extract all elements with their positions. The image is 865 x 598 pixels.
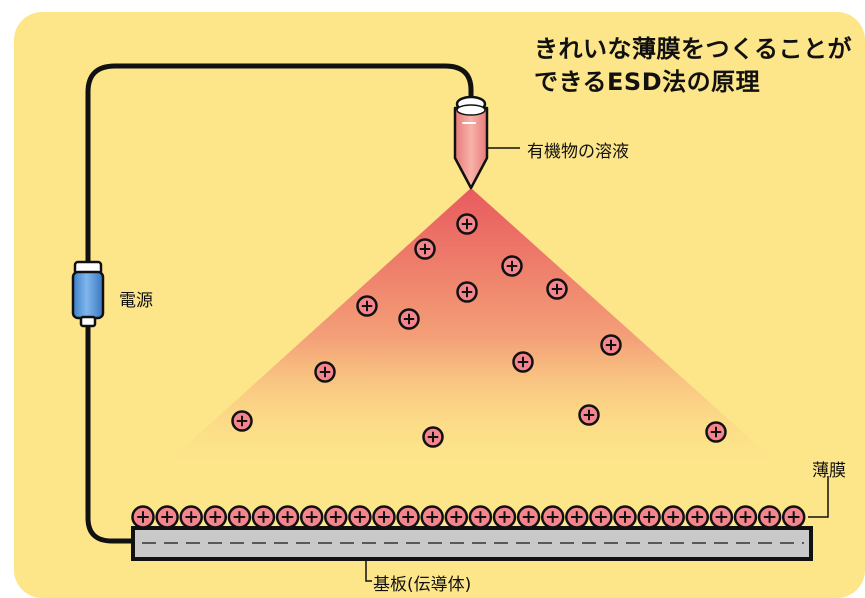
film-particle xyxy=(589,505,613,529)
film-particle xyxy=(516,505,541,529)
charged-particle xyxy=(456,281,478,303)
title-line-1: きれいな薄膜をつくることが xyxy=(534,35,853,63)
film-particle xyxy=(203,505,228,529)
charged-particle xyxy=(705,421,727,443)
thin-film-particles xyxy=(131,505,806,529)
film-particle xyxy=(492,505,517,529)
charged-particle xyxy=(512,351,534,373)
circuit-wire xyxy=(85,63,474,544)
charged-particle xyxy=(422,426,444,448)
charged-particle xyxy=(546,278,568,300)
film-particle xyxy=(420,505,444,529)
charged-particles xyxy=(231,213,727,448)
spray-cone xyxy=(168,188,776,462)
film-particle xyxy=(179,505,203,529)
film-particle xyxy=(781,505,806,529)
charged-particle xyxy=(578,404,600,426)
film-particle xyxy=(757,505,782,529)
film-particle xyxy=(685,505,710,529)
film-particle xyxy=(709,505,734,529)
charged-particle xyxy=(600,334,622,356)
film-particle xyxy=(372,505,396,529)
film-particle xyxy=(324,505,348,529)
film-particle xyxy=(299,505,324,529)
film-particle xyxy=(155,505,179,529)
film-particle xyxy=(251,505,276,529)
film-particle xyxy=(637,505,661,529)
charged-particle xyxy=(231,410,253,432)
film-particle xyxy=(733,505,758,529)
title-line-2: できるESD法の原理 xyxy=(534,68,761,96)
nozzle-icon xyxy=(453,95,489,190)
film-particle xyxy=(661,505,685,529)
film-particle xyxy=(540,505,565,529)
charged-particle xyxy=(356,295,378,317)
film-particle xyxy=(275,505,300,529)
substrate xyxy=(131,526,813,561)
film-particle xyxy=(444,505,469,529)
power-supply-icon xyxy=(71,260,105,328)
film-particle xyxy=(396,505,420,529)
film-particle xyxy=(227,505,252,529)
charged-particle xyxy=(456,213,478,235)
film-particle xyxy=(565,505,589,529)
substrate-label: 基板(伝導体) xyxy=(373,575,472,595)
diagram-title: きれいな薄膜をつくることが できるESD法の原理 xyxy=(534,33,852,99)
charged-particle xyxy=(501,255,523,277)
charged-particle xyxy=(314,361,336,383)
film-particle xyxy=(613,505,637,529)
thin-film-label: 薄膜 xyxy=(812,461,846,481)
solution-label: 有機物の溶液 xyxy=(527,142,629,162)
charged-particle xyxy=(398,308,420,330)
film-particle xyxy=(468,505,493,529)
charged-particle xyxy=(414,238,436,260)
film-leader-line xyxy=(808,476,829,518)
power-supply-label: 電源 xyxy=(119,291,153,311)
film-particle xyxy=(131,505,155,529)
film-particle xyxy=(348,505,372,529)
